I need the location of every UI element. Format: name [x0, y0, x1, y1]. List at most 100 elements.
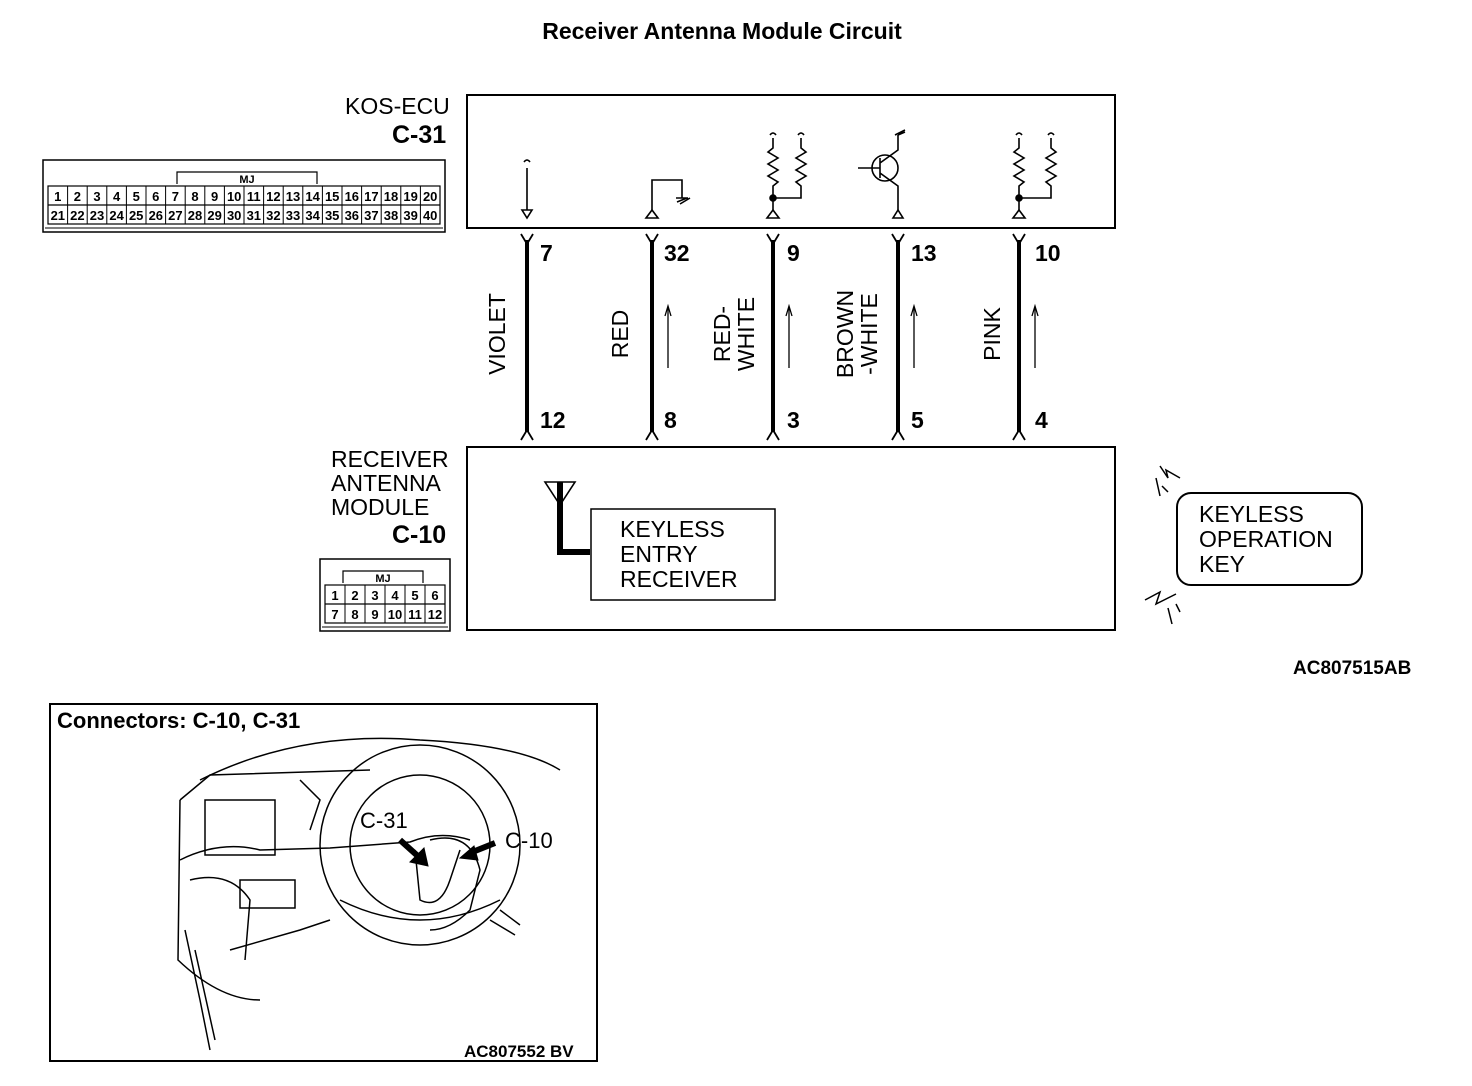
module-connector-code: C-10 [392, 521, 447, 549]
connector-pin-number: 22 [70, 208, 84, 223]
connector-pin-number: 27 [168, 208, 182, 223]
connector-pin-number: 12 [266, 189, 280, 204]
connector-pin-number: 11 [408, 607, 422, 622]
key-box-line-3: KEY [1199, 551, 1246, 577]
connector-terminal-mark [891, 233, 905, 246]
connector-tag: MJ [375, 573, 390, 585]
connector-pin-number: 9 [211, 189, 218, 204]
receiver-box-line-2: ENTRY [620, 541, 698, 567]
callout-c10: C-10 [505, 828, 553, 853]
key-box-line-2: OPERATION [1199, 526, 1333, 552]
connectors-panel-frame [49, 703, 598, 1062]
wire-5-ecu-pin: 10 [1035, 240, 1061, 266]
connector-pin-number: 5 [411, 588, 418, 603]
connector-pin-number: 38 [384, 208, 398, 223]
connectors-panel-title: Connectors: C-10, C-31 [57, 708, 301, 733]
connector-pin-number: 12 [428, 607, 442, 622]
wire-3-color: RED-WHITE [709, 296, 759, 372]
connector-pin-number: 18 [384, 189, 398, 204]
connector-pin-number: 19 [403, 189, 417, 204]
connector-pin-number: 2 [351, 588, 358, 603]
connector-pin-number: 31 [247, 208, 261, 223]
connector-pin-number: 28 [188, 208, 202, 223]
signal-arrowhead [910, 303, 918, 317]
receiver-box-line-3: RECEIVER [620, 566, 738, 592]
connector-terminal-mark [1012, 233, 1026, 246]
module-name-line-3: MODULE [331, 494, 430, 520]
connector-pin-number: 25 [129, 208, 143, 223]
connector-pin-number: 7 [331, 607, 338, 622]
connector-terminal-mark [520, 428, 534, 441]
ecu-name: KOS-ECU [345, 93, 450, 119]
connector-pin-number: 6 [152, 189, 159, 204]
connector-pin-number: 39 [403, 208, 417, 223]
connector-pin-number: 20 [423, 189, 437, 204]
connector-terminal-mark [766, 233, 780, 246]
connector-pin-number: 21 [51, 208, 65, 223]
connector-pin-number: 33 [286, 208, 300, 223]
circuit-figure-code: AC807515AB [1293, 658, 1412, 679]
wire-1-color: VIOLET [484, 293, 510, 375]
wire-2-module-pin: 8 [664, 407, 677, 433]
connector-pin-number: 1 [331, 588, 338, 603]
wire-4-module-pin: 5 [911, 407, 924, 433]
connector-pin-number: 8 [351, 607, 358, 622]
connector-pin-number: 8 [191, 189, 198, 204]
connector-pin-number: 34 [305, 208, 320, 223]
connector-pin-number: 37 [364, 208, 378, 223]
connector-terminal-mark [645, 233, 659, 246]
connector-pin-number: 4 [391, 588, 399, 603]
ecu-connector-code: C-31 [392, 121, 447, 149]
wire-2-ecu-pin: 32 [664, 240, 690, 266]
connector-pin-number: 24 [109, 208, 124, 223]
wire-5-module-pin: 4 [1035, 407, 1048, 433]
receiver-box-line-1: KEYLESS [620, 516, 725, 542]
connector-pin-number: 11 [247, 189, 261, 204]
connector-pin-number: 17 [364, 189, 378, 204]
connector-pin-number: 32 [266, 208, 280, 223]
connectors-figure-code: AC807552 BV [464, 1042, 574, 1061]
wire-1-module-pin: 12 [540, 407, 566, 433]
connector-pin-number: 10 [227, 189, 241, 204]
connector-callout-arrows [397, 837, 497, 867]
wire-3-ecu-pin: 9 [787, 240, 800, 266]
wire-3-module-pin: 3 [787, 407, 800, 433]
connector-pin-number: 15 [325, 189, 339, 204]
connector-pin-number: 1 [54, 189, 61, 204]
connector-tag: MJ [239, 174, 254, 186]
connector-terminal-mark [766, 428, 780, 441]
module-housing [466, 446, 1116, 631]
connector-pin-number: 10 [388, 607, 402, 622]
connector-terminal-mark [1012, 428, 1026, 441]
wire-4-color: BROWN-WHITE [832, 289, 882, 379]
signal-arrowhead [1031, 303, 1039, 317]
connector-pin-number: 36 [345, 208, 359, 223]
connector-pin-number: 4 [113, 189, 121, 204]
ecu-housing [466, 94, 1116, 229]
key-box-line-1: KEYLESS [1199, 501, 1304, 527]
connector-pin-number: 5 [133, 189, 140, 204]
connector-pin-number: 3 [371, 588, 378, 603]
wire-1-ecu-pin: 7 [540, 240, 553, 266]
connector-pin-number: 23 [90, 208, 104, 223]
connector-pin-number: 9 [371, 607, 378, 622]
connector-pin-number: 7 [172, 189, 179, 204]
wire-harness [520, 233, 1039, 441]
keyless-operation-key-box [1176, 492, 1363, 586]
keyless-entry-receiver-box [590, 508, 776, 601]
dashboard-illustration [177, 737, 561, 1051]
connector-pin-number: 26 [149, 208, 163, 223]
callout-c31: C-31 [360, 808, 408, 833]
connector-pin-number: 6 [431, 588, 438, 603]
connector-pin-number: 29 [207, 208, 221, 223]
signal-arrowhead [785, 303, 793, 317]
connector-pin-number: 13 [286, 189, 300, 204]
ecu-internal-circuits [520, 129, 1058, 220]
diagram-title: Receiver Antenna Module Circuit [542, 18, 902, 44]
connector-terminal-mark [520, 233, 534, 246]
connector-pin-number: 35 [325, 208, 339, 223]
connector-terminal-mark [891, 428, 905, 441]
